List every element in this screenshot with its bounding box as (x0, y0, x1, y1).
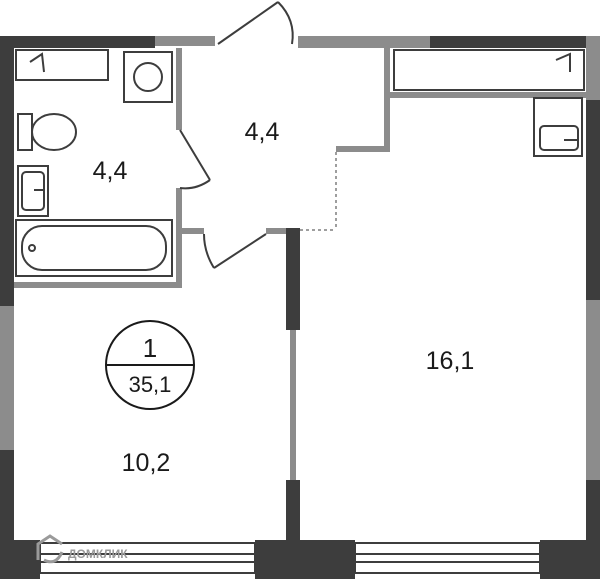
windows (39, 542, 541, 574)
exterior-walls (0, 36, 600, 579)
badge-rooms-count: 1 (143, 333, 157, 363)
cabinet-icon (393, 49, 585, 91)
washing-machine-icon (123, 51, 173, 103)
entrance-door (217, 1, 294, 45)
doors (179, 1, 294, 269)
badge-total-area: 35,1 (129, 372, 172, 397)
interior-walls (14, 48, 586, 540)
room-area-hall: 4,4 (245, 118, 280, 146)
window-kitchen (39, 542, 256, 574)
kitchen-door (203, 233, 267, 269)
living-fixtures (393, 49, 585, 157)
bathroom-fixtures (15, 49, 173, 277)
dashed-opening (300, 152, 337, 231)
bathroom-door (179, 129, 211, 190)
sink-icon (533, 97, 583, 157)
room-labels: 4,4 4,4 10,2 16,1 (93, 118, 475, 477)
room-area-bathroom: 4,4 (93, 157, 128, 185)
cabinet-icon (15, 49, 109, 81)
watermark: ДОМКЛИК (36, 534, 128, 564)
apartment-badge: 1 35,1 (105, 320, 195, 410)
sink-icon (17, 165, 49, 217)
watermark-text: ДОМКЛИК (68, 547, 128, 561)
watermark-logo-icon (36, 534, 64, 564)
toilet-icon (17, 113, 77, 151)
room-area-kitchen: 10,2 (122, 449, 171, 477)
room-area-living: 16,1 (426, 347, 475, 375)
bathtub-icon (15, 219, 173, 277)
window-living (354, 542, 541, 574)
